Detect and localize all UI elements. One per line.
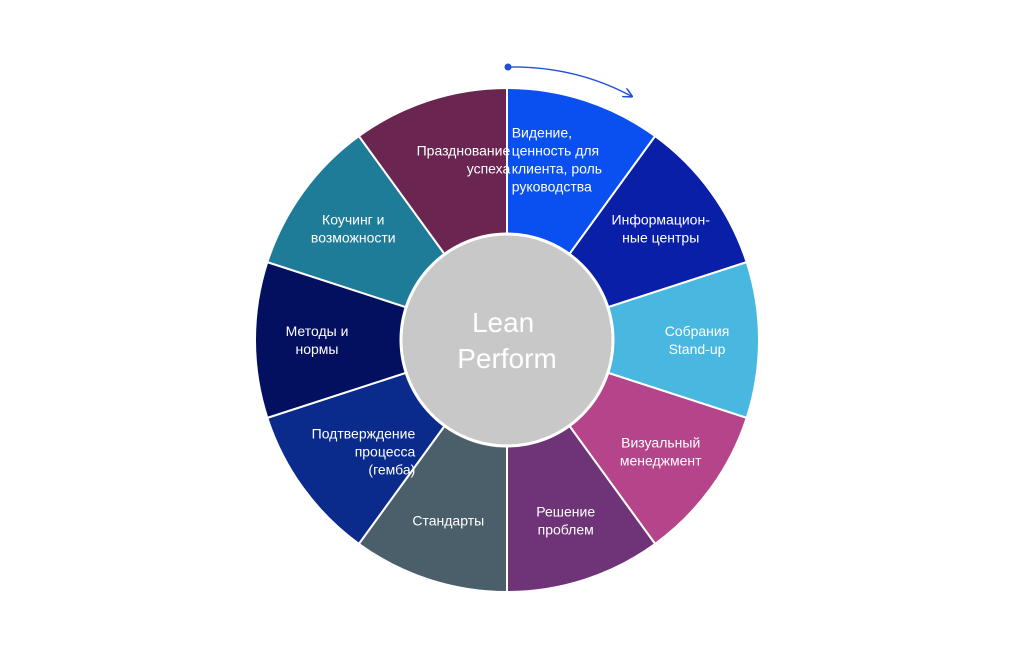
rotation-arrow-icon (507, 66, 631, 96)
wheel-labels: Видение, ценность для клиента, роль руковод… (286, 124, 730, 537)
wheel-segment-label-line: ные центры (622, 229, 699, 245)
center-title: Lean Perform (457, 307, 557, 374)
center-hub (399, 232, 615, 448)
wheel-segment-label-8: Методы и нормы (286, 323, 349, 357)
wheel-segment-label-line: нормы (296, 341, 339, 357)
wheel-segment-label-line: процесса (355, 444, 416, 460)
wheel-segment-label-line: ценность для (512, 142, 599, 158)
wheel-segment-label-2: Информацион-ные центры (612, 211, 711, 245)
wheel-segment-label-line: Методы и (286, 323, 349, 339)
wheel-segment-label-line: Видение, (512, 124, 572, 140)
wheel-segment-label-line: Решение (536, 504, 595, 520)
wheel-segment-label-line: Собрания (665, 323, 730, 339)
wheel-segment-label-line: Празднование (417, 142, 511, 158)
wheel-segment-label-line: клиента, роль (512, 160, 602, 176)
center-title-line-2: Perform (457, 343, 557, 374)
wheel-segment-label-line: менеджмент (620, 453, 702, 469)
wheel-segment-label-7: Подтверждение процесса (гемба) (312, 426, 416, 478)
wheel-segments (254, 86, 760, 594)
center-title-line-1: Lean (472, 307, 534, 338)
wheel-segment-label-line: руководства (512, 178, 592, 194)
wheel-segment-label-line: Стандарты (412, 513, 484, 529)
wheel-segment-label-line: Stand-up (669, 341, 726, 357)
wheel-segment-label-line: успеха (467, 160, 511, 176)
wheel-segment-label-line: Визуальный (621, 435, 700, 451)
rotation-arrow (504, 63, 632, 97)
wheel-segment-label-line: (гемба) (368, 462, 415, 478)
wheel-segment-label-1: Видение, ценность для клиента, роль руковод… (512, 124, 602, 194)
wheel-segment-label-5: Решение проблем (536, 504, 595, 538)
wheel-segment-label-line: Коучинг и (322, 211, 384, 227)
wheel-segment-label-line: проблем (538, 522, 594, 538)
wheel-segment-label-line: Подтверждение (312, 426, 416, 442)
wheel-segment-label-10: Празднование успеха (417, 142, 511, 176)
wheel-segment-label-line: возможности (311, 229, 396, 245)
wheel-segment-label-4: Визуальный менеджмент (620, 435, 702, 469)
wheel-segment-label-9: Коучинг и возможности (311, 211, 396, 245)
wheel-segment-label-6: Стандарты (412, 513, 484, 529)
wheel-segment-label-line: Информацион- (612, 211, 711, 227)
